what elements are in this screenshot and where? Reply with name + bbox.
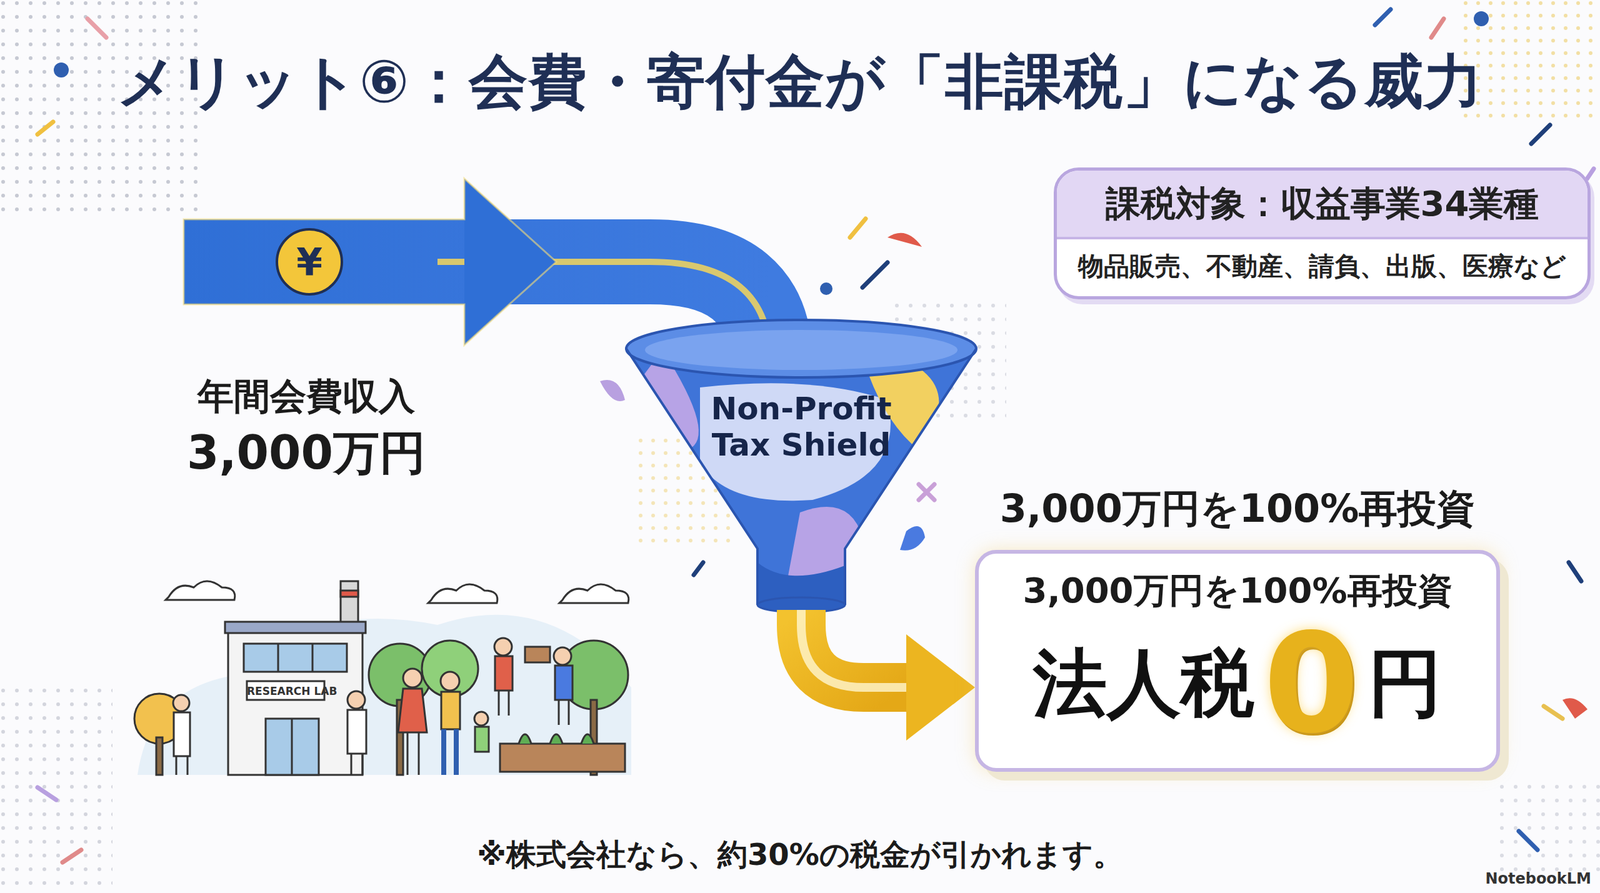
decoration [87, 18, 107, 38]
decoration [351, 753, 363, 775]
decoration [62, 850, 82, 863]
decoration [626, 320, 977, 378]
result-subtitle: 3,000万円を100%再投資 [1003, 567, 1472, 615]
decoration [474, 711, 489, 726]
decoration [1473, 11, 1489, 27]
decoration [403, 668, 422, 688]
decoration [801, 610, 907, 688]
yen-symbol: ¥ [278, 241, 341, 283]
decoration [1493, 775, 1600, 875]
funnel-label: Non-Profit Tax Shield [698, 391, 905, 464]
result-box: 3,000万円を100%再投資法人税0円 [975, 550, 1500, 772]
decoration [862, 262, 888, 288]
decoration [801, 610, 907, 688]
decoration [1431, 18, 1444, 38]
box-heading: 課税対象：収益事業34業種 [1056, 170, 1588, 240]
decoration [906, 634, 975, 741]
decoration [421, 640, 479, 697]
decoration [618, 337, 988, 613]
decoration [525, 646, 550, 663]
decoration [228, 625, 363, 775]
decoration [558, 700, 569, 725]
decoration [246, 681, 325, 700]
gold-arrow [801, 610, 975, 741]
decoration [464, 178, 557, 345]
decoration [440, 671, 460, 691]
decoration [626, 348, 977, 605]
box-body: 物品販売、不動産、請負、出版、医療など [1056, 239, 1588, 297]
decoration [347, 691, 365, 709]
decoration [475, 726, 489, 752]
decoration [278, 643, 313, 672]
decoration [443, 729, 457, 775]
decoration [498, 690, 509, 716]
decoration [37, 787, 57, 800]
decoration [137, 615, 632, 775]
decoration [37, 121, 54, 135]
decoration [618, 337, 988, 613]
income-amount: 3,000万円 [150, 422, 463, 485]
decoration [173, 638, 572, 726]
decoration [518, 734, 594, 744]
result-zero: 0 [1263, 618, 1359, 750]
decoration [53, 62, 69, 78]
decoration [156, 737, 163, 775]
decoration [820, 282, 833, 295]
decoration [243, 643, 347, 672]
reinvest-heading: 3,000万円を100%再投資 [950, 482, 1525, 535]
funnel-shape [618, 320, 988, 613]
taxable-info-box: 課税対象：収益事業34業種物品販売、不動産、請負、出版、医療など [1053, 167, 1591, 300]
decoration [1543, 706, 1563, 719]
decoration [600, 380, 625, 402]
decoration [900, 526, 925, 551]
decoration [850, 218, 866, 238]
decoration [559, 584, 629, 604]
decoration [176, 756, 188, 775]
income-label: 年間会費収入 [150, 372, 463, 422]
decoration [918, 484, 935, 500]
decoration [407, 732, 419, 775]
decoration [276, 229, 342, 295]
decoration [645, 330, 958, 370]
decoration [1518, 831, 1538, 850]
decoration [553, 647, 572, 665]
decoration [1375, 9, 1391, 25]
decoration [1562, 698, 1588, 719]
result-text: 法人税 [1033, 634, 1255, 735]
decoration [398, 688, 427, 733]
decoration [441, 691, 460, 730]
decoration [165, 581, 235, 600]
decoration [495, 656, 513, 691]
title: メリット⑥：会費・寄付金が「非課税」になる威力 [0, 42, 1600, 122]
decoration [173, 695, 190, 712]
decoration [693, 562, 704, 575]
decoration [555, 665, 573, 700]
decoration [183, 178, 557, 345]
decoration [887, 233, 922, 247]
decoration [1531, 125, 1550, 144]
decoration [225, 621, 366, 634]
decoration [340, 590, 359, 597]
decoration [291, 718, 294, 775]
research-lab-illustration [134, 581, 632, 775]
watermark: NotebookLM [1485, 870, 1592, 888]
decoration [265, 718, 319, 775]
decoration [0, 687, 113, 893]
lab-sign: RESEARCH LAB [246, 685, 325, 698]
decoration [37, 9, 1594, 863]
decoration [428, 584, 498, 604]
decoration [494, 638, 512, 656]
decoration [500, 743, 625, 772]
result-row: 法人税0円 [1003, 618, 1472, 750]
footnote: ※株式会社なら、約30%の税金が引かれます。 [0, 835, 1600, 875]
decoration [173, 712, 190, 757]
result-text: 円 [1368, 634, 1442, 735]
decoration [1568, 562, 1582, 582]
decoration [347, 710, 367, 754]
funnel-node: Non-Profit Tax Shield [622, 311, 980, 613]
